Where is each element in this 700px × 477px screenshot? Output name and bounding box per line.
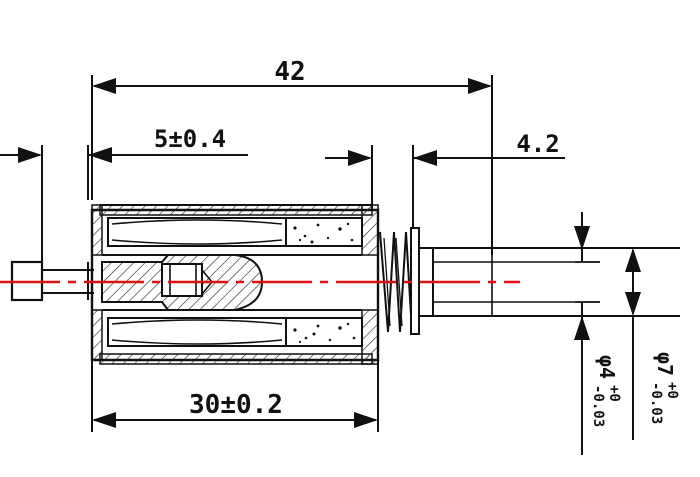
dimension-plunger-extension: 4.2 (325, 130, 565, 228)
dimension-inner-diameter: φ4 +0 -0.03 (574, 212, 622, 455)
label-shaft-offset: 5±0.4 (154, 125, 226, 153)
label-plunger-extension: 4.2 (516, 130, 559, 158)
label-overall-length: 42 (274, 57, 305, 87)
dimension-shaft-offset: 5±0.4 (0, 125, 248, 262)
dimension-body-length: 30±0.2 (91, 360, 379, 432)
label-inner-tol-lower: -0.03 (590, 385, 606, 427)
solenoid-housing (90, 204, 380, 365)
label-inner-tol-upper: +0 (606, 385, 622, 402)
dimension-overall-length: 42 (91, 57, 493, 255)
label-outer-diameter: φ7 (653, 352, 677, 376)
label-inner-diameter: φ4 (595, 355, 619, 379)
dimension-outer-diameter: φ7 +0 -0.03 (625, 247, 680, 440)
label-body-length: 30±0.2 (189, 390, 283, 420)
label-outer-tol-upper: +0 (664, 382, 680, 399)
label-outer-tol-lower: -0.03 (648, 382, 664, 424)
